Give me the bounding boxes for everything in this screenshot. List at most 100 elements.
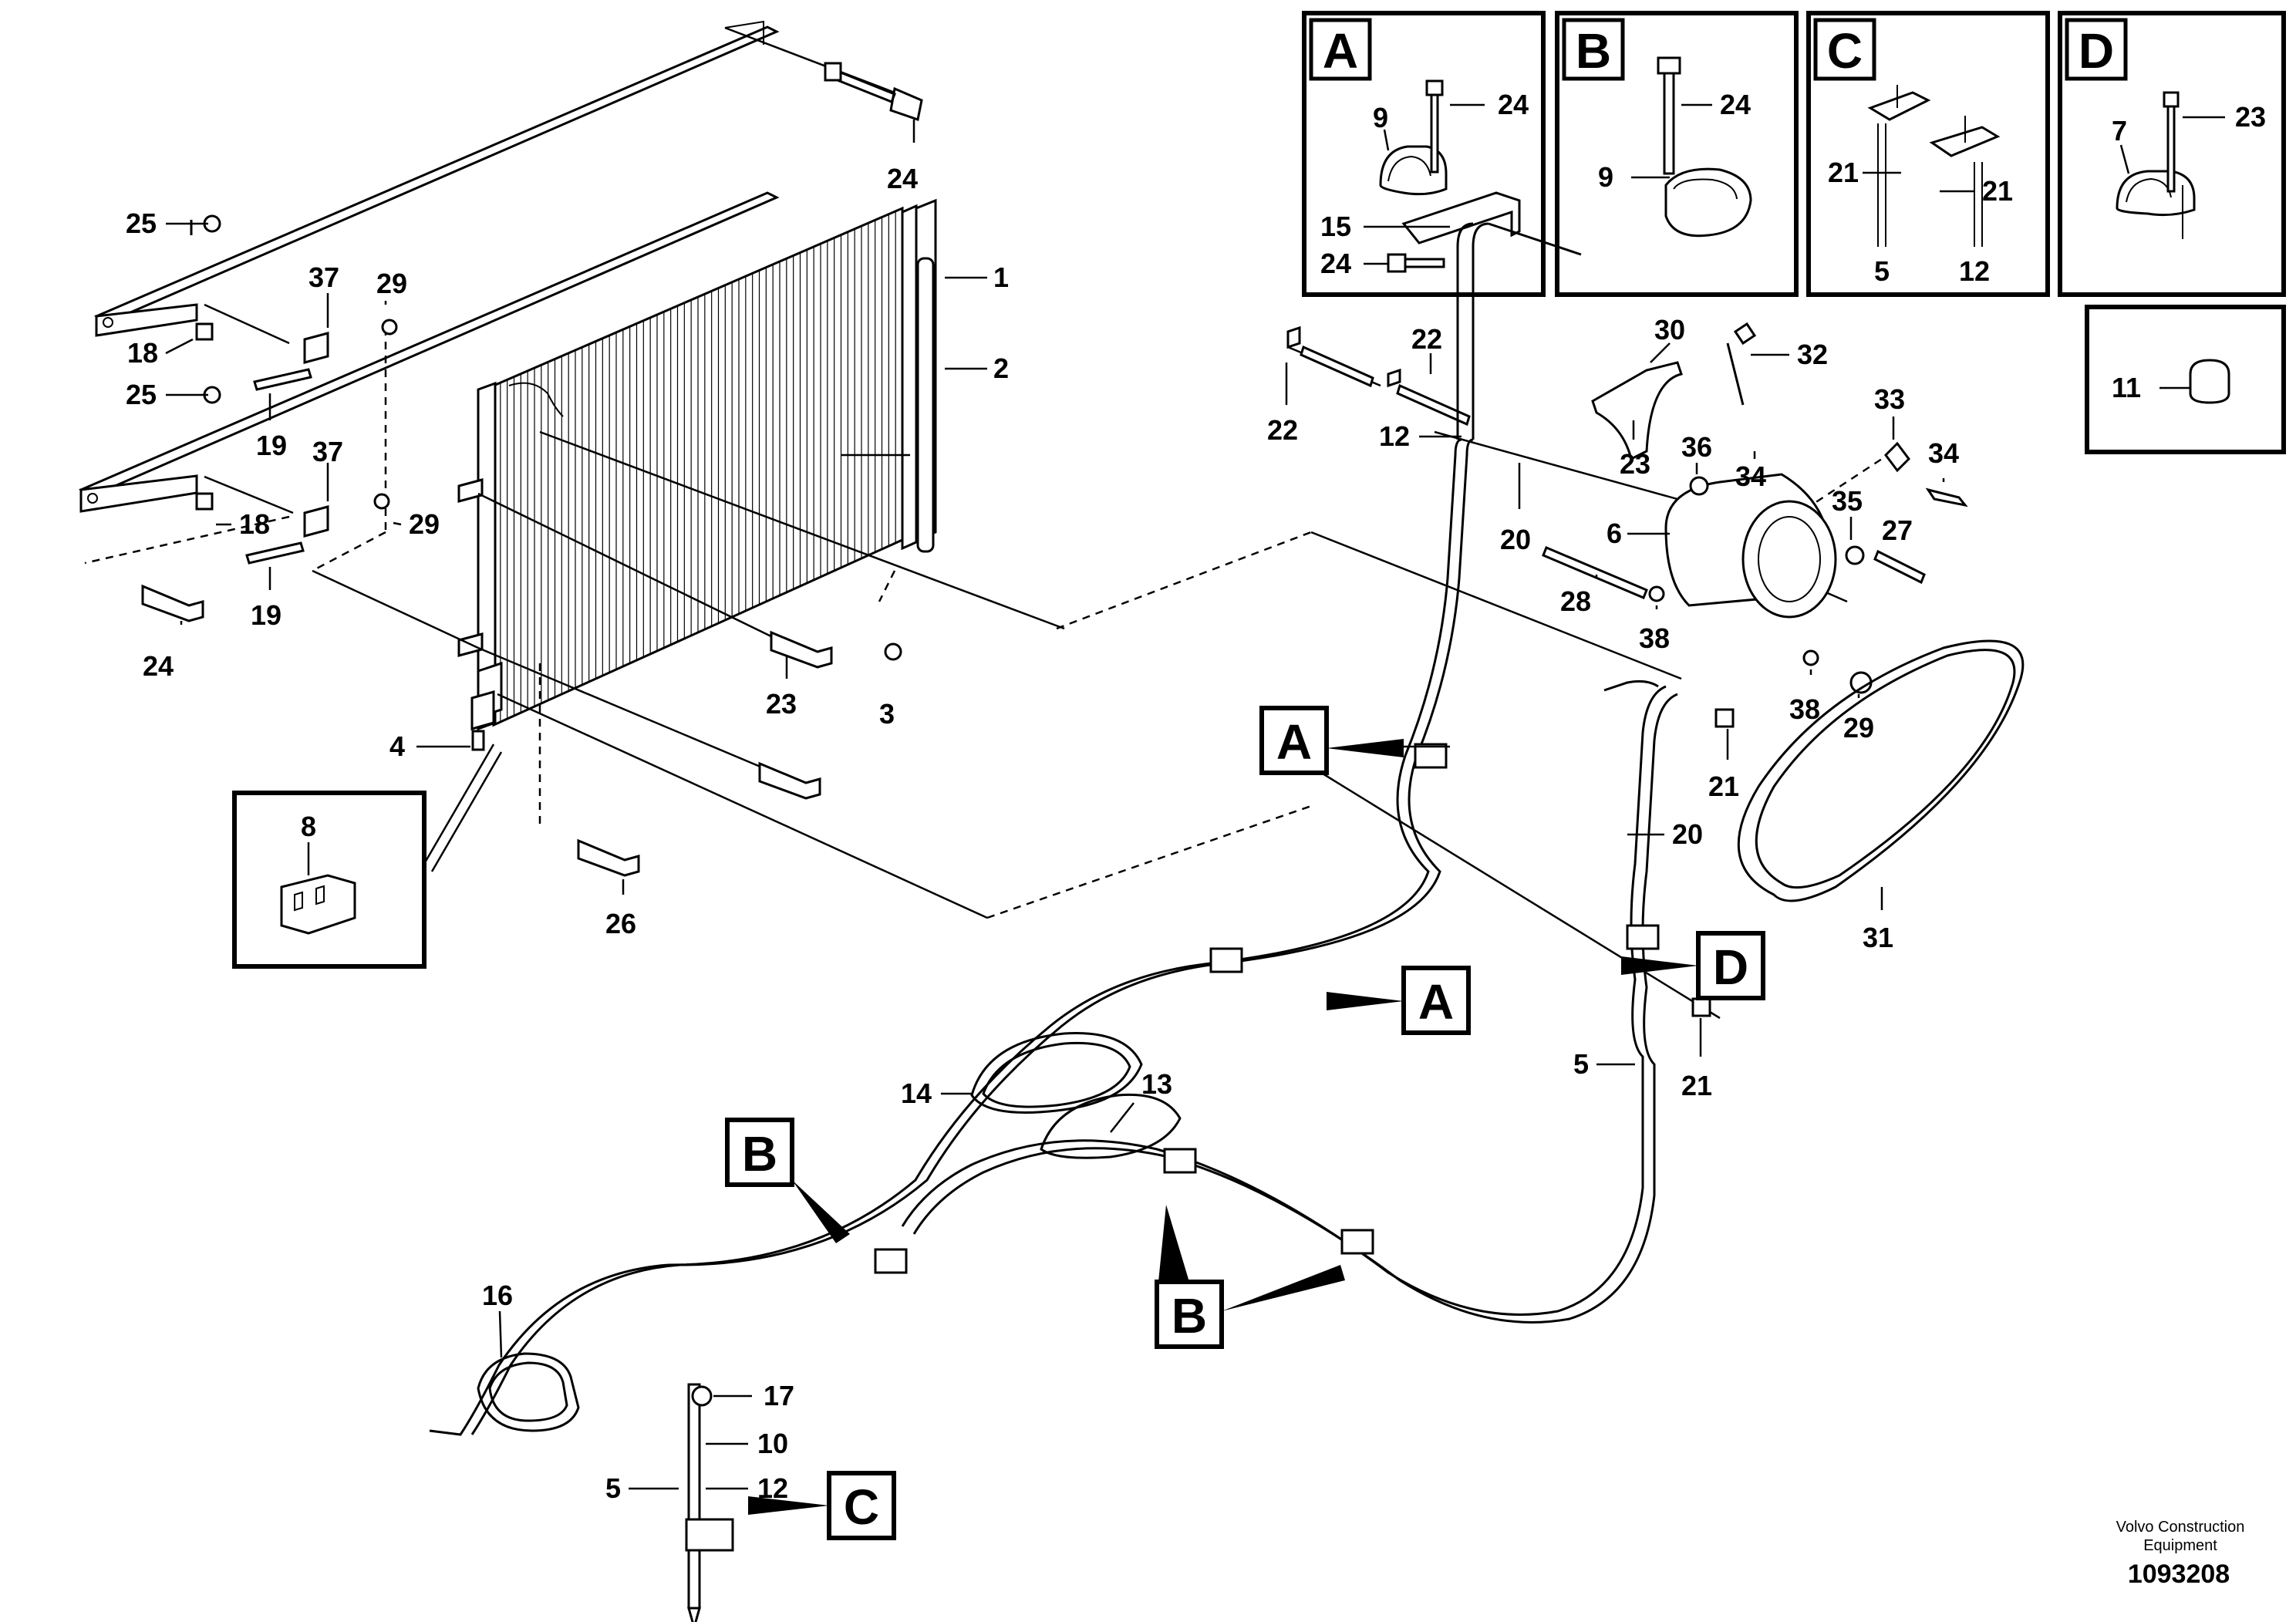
clamp-assembly bbox=[685, 1518, 734, 1552]
company-name-line2: Equipment bbox=[2143, 1537, 2217, 1554]
washer-icon bbox=[1648, 585, 1665, 602]
drawing-footer: Volvo Construction Equipment 1093208 bbox=[2116, 1519, 2245, 1589]
callout-21: 21 bbox=[1708, 771, 1739, 802]
hose-clamp bbox=[1209, 947, 1243, 973]
callout-24: 24 bbox=[143, 650, 174, 682]
washer-icon bbox=[381, 319, 398, 336]
callout-3: 3 bbox=[879, 698, 895, 730]
callout-19: 19 bbox=[256, 430, 287, 461]
bolt-icon bbox=[577, 838, 640, 877]
bolt-icon bbox=[141, 584, 204, 622]
hose-clamp bbox=[1340, 1229, 1374, 1255]
callout-29: 29 bbox=[409, 508, 440, 540]
callout-31: 31 bbox=[1863, 922, 1893, 953]
bolt-icon bbox=[1286, 325, 1374, 388]
connector-icon bbox=[1884, 441, 1910, 473]
detail-view-a: A 24 9 15 24 bbox=[1302, 11, 1546, 297]
bolt-icon bbox=[1657, 56, 1681, 175]
callout-24: 24 bbox=[887, 163, 918, 194]
detail-c-letter: C bbox=[1827, 23, 1863, 79]
callout-5: 5 bbox=[1874, 255, 1890, 287]
bolt-icon bbox=[770, 630, 833, 669]
nut-icon bbox=[824, 62, 842, 82]
callout-29: 29 bbox=[376, 268, 407, 299]
callout-24: 24 bbox=[1720, 89, 1751, 120]
callout-26: 26 bbox=[605, 908, 636, 939]
condenser bbox=[457, 198, 937, 751]
bracket-icon bbox=[303, 332, 329, 364]
callout-14: 14 bbox=[901, 1077, 932, 1109]
callout-6: 6 bbox=[1607, 518, 1622, 549]
hose-clamp bbox=[1163, 1148, 1197, 1174]
reference-flags: A A B B C D bbox=[725, 706, 1765, 1540]
callout-21: 21 bbox=[1681, 1070, 1712, 1101]
nut-icon bbox=[1689, 476, 1709, 496]
callout-4: 4 bbox=[389, 730, 405, 762]
compressor-pulley bbox=[1741, 500, 1837, 619]
callout-20: 20 bbox=[1672, 818, 1703, 850]
pressure-sensor-icon bbox=[280, 874, 356, 935]
callout-38: 38 bbox=[1789, 693, 1820, 725]
callout-36: 36 bbox=[1681, 431, 1712, 463]
callout-2: 2 bbox=[993, 352, 1009, 384]
callout-16: 16 bbox=[482, 1280, 513, 1311]
plug-icon bbox=[2189, 359, 2230, 404]
detail-d-letter: D bbox=[2079, 23, 2114, 79]
callout-34: 34 bbox=[1735, 460, 1766, 492]
nut-icon bbox=[1714, 708, 1735, 728]
callout-21: 21 bbox=[1982, 175, 2013, 207]
callout-25: 25 bbox=[126, 207, 157, 239]
flag-a: A bbox=[1418, 974, 1454, 1030]
compressor-assembly bbox=[1286, 322, 1968, 694]
detail-a-letter: A bbox=[1323, 23, 1358, 79]
inset-sensor: 8 bbox=[232, 744, 503, 969]
callout-5: 5 bbox=[1573, 1048, 1589, 1080]
callout-18: 18 bbox=[239, 508, 270, 540]
callout-34: 34 bbox=[1928, 437, 1959, 469]
callout-11: 11 bbox=[2112, 372, 2141, 403]
callout-8: 8 bbox=[301, 811, 316, 842]
callout-29: 29 bbox=[1843, 712, 1874, 744]
callout-21: 21 bbox=[1828, 157, 1859, 188]
hose-clamp bbox=[1626, 924, 1660, 950]
clamp-icon bbox=[1867, 91, 1931, 121]
lower-support-rail bbox=[79, 191, 780, 513]
inset-plug: 11 bbox=[2085, 305, 2286, 454]
cap-icon bbox=[691, 1385, 713, 1407]
bolt-icon bbox=[758, 761, 821, 800]
upper-support-rail bbox=[94, 20, 780, 337]
flag-b: B bbox=[1172, 1288, 1207, 1344]
drawing-number: 1093208 bbox=[2128, 1560, 2230, 1589]
detail-b-letter: B bbox=[1576, 23, 1611, 79]
callout-33: 33 bbox=[1874, 383, 1905, 415]
bolt-icon bbox=[253, 368, 312, 391]
main-fasteners bbox=[141, 62, 923, 877]
callout-7: 7 bbox=[2112, 115, 2127, 147]
callout-18: 18 bbox=[127, 337, 158, 369]
bolt-icon bbox=[1387, 368, 1471, 427]
detail-view-c: C 21 21 5 12 bbox=[1806, 11, 2050, 297]
callout-28: 28 bbox=[1560, 585, 1591, 617]
callout-13: 13 bbox=[1141, 1068, 1172, 1100]
callout-12: 12 bbox=[1959, 255, 1990, 287]
bolt-icon bbox=[245, 541, 305, 565]
callout-23: 23 bbox=[766, 688, 797, 720]
detail-view-d: D 23 7 bbox=[2058, 11, 2286, 297]
callout-20: 20 bbox=[1500, 524, 1531, 555]
callout-19: 19 bbox=[251, 599, 282, 631]
callout-24: 24 bbox=[1320, 248, 1351, 279]
condenser-fins bbox=[500, 211, 896, 722]
nut-icon bbox=[195, 322, 214, 341]
callout-5: 5 bbox=[605, 1472, 621, 1504]
callout-32: 32 bbox=[1797, 339, 1828, 370]
callouts: 1 2 3 4 5 5 6 10 12 12 13 14 16 17 18 18… bbox=[126, 120, 1959, 1504]
callout-38: 38 bbox=[1639, 622, 1670, 654]
callout-24: 24 bbox=[1498, 89, 1529, 120]
callout-17: 17 bbox=[764, 1380, 794, 1411]
callout-10: 10 bbox=[757, 1428, 788, 1459]
detail-view-b: B 24 9 bbox=[1555, 11, 1799, 297]
flag-d: D bbox=[1713, 939, 1748, 995]
callout-22: 22 bbox=[1411, 323, 1442, 355]
callout-12: 12 bbox=[757, 1472, 788, 1504]
callout-12: 12 bbox=[1379, 420, 1410, 452]
